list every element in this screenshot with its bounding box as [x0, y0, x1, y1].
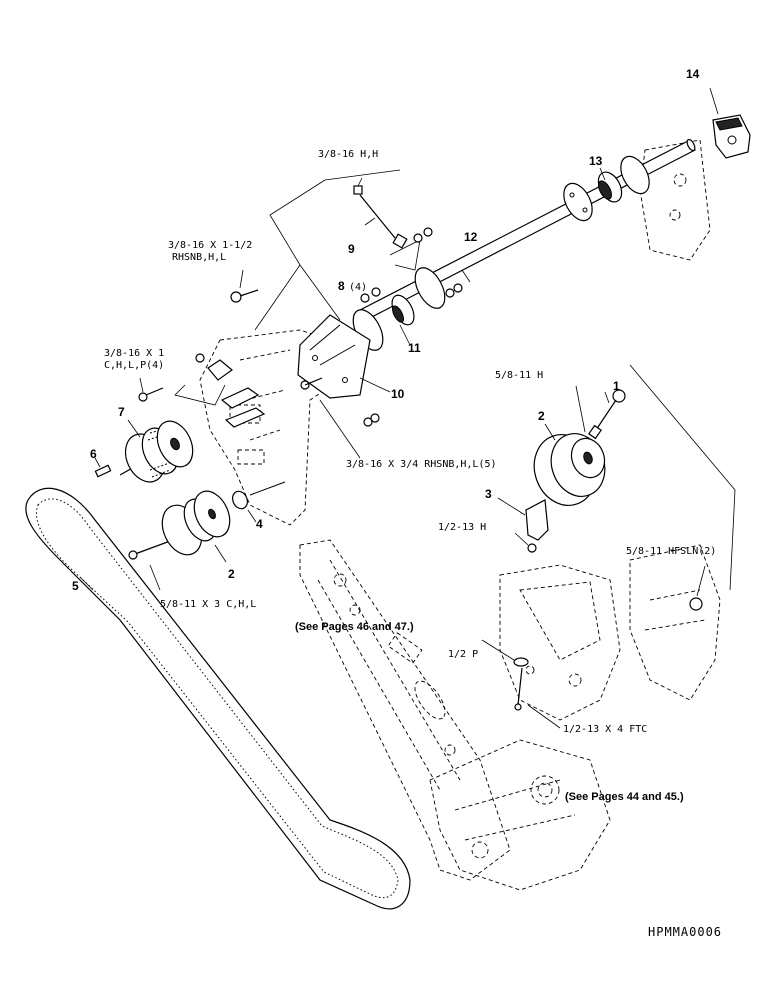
callout-12: 12 [464, 230, 478, 244]
label-h5: 5/8-11 H [495, 370, 543, 381]
part-number-callouts: 14 13 12 9 8 (4) 11 10 7 6 4 2 5 1 2 3 [72, 67, 700, 593]
page-references: (See Pages 46 and 47.) (See Pages 44 and… [295, 621, 684, 803]
callout-2-right: 2 [538, 409, 545, 423]
ghost-bracket-center [499, 564, 621, 721]
label-h1: 3/8-16 H,H [318, 149, 378, 160]
callout-6: 6 [90, 447, 97, 461]
part-13-bearing-assembly [563, 155, 650, 222]
diagram-code: HPMMA0006 [648, 925, 722, 939]
label-h9: 1/2 P [448, 649, 478, 660]
callout-2-left: 2 [228, 567, 235, 581]
part-4-spacer [232, 481, 286, 523]
part-2-idler-pulley-left [128, 490, 231, 591]
ghost-bracket-right [629, 544, 721, 701]
bolt-rhsnb-3-4 [300, 377, 361, 459]
bolt-cap-screw-3-8-x-1 [138, 353, 205, 402]
label-h2-line1: 3/8-16 X 1-1/2 [168, 240, 252, 251]
callout-10: 10 [391, 387, 405, 401]
label-h7: 1/2-13 H [438, 522, 486, 533]
ref-pages-46-47: (See Pages 46 and 47.) [295, 621, 414, 633]
callout-9: 9 [348, 242, 355, 256]
ghost-shaft-mount [639, 139, 711, 261]
label-h8: 5/8-11 HFSLN(2) [626, 546, 716, 557]
hfsln-nut-right [689, 565, 706, 611]
label-h3-line1: 3/8-16 X 1 [104, 348, 164, 359]
ghost-long-arm [299, 539, 511, 881]
part-3-bracket [497, 497, 549, 553]
part-10-plate [297, 314, 391, 399]
callout-14: 14 [686, 67, 700, 81]
callout-8: 8 [338, 279, 345, 293]
part-5-belt [25, 487, 411, 910]
callout-4: 4 [256, 517, 263, 531]
part-7-pulley [119, 419, 194, 483]
callout-1: 1 [613, 379, 620, 393]
label-h3-line2: C,H,L,P(4) [104, 360, 164, 371]
callout-5: 5 [72, 579, 79, 593]
part-9-bolt [353, 177, 433, 249]
group-brackets [174, 169, 736, 591]
part-14-block [709, 87, 751, 159]
part-8-nuts [360, 283, 463, 427]
callout-11: 11 [408, 341, 421, 355]
label-h2-line2: RHSNB,H,L [172, 252, 226, 263]
ghost-gearbox [429, 739, 611, 891]
label-h6: 5/8-11 X 3 C,H,L [160, 599, 256, 610]
ref-pages-44-45: (See Pages 44 and 45.) [565, 791, 684, 803]
part-1-bolt [588, 389, 626, 440]
hardware-labels: 3/8-16 H,H 3/8-16 X 1-1/2 RHSNB,H,L 3/8-… [104, 149, 716, 735]
callout-8-qty: (4) [349, 282, 367, 293]
callout-13: 13 [589, 154, 603, 168]
callout-7: 7 [118, 405, 125, 419]
rails-upper-bracket [207, 359, 266, 428]
washer-and-ftc-bolt [481, 639, 561, 729]
part-6-key [94, 457, 112, 478]
part-2-idler-pulley-right [533, 385, 606, 506]
callout-3: 3 [485, 487, 492, 501]
bolt-rhsnb-1-1-2 [230, 269, 259, 303]
label-h4: 3/8-16 X 3/4 RHSNB,H,L(5) [346, 459, 497, 470]
part-12-shaft [359, 138, 696, 321]
label-h10: 1/2-13 X 4 FTC [563, 724, 647, 735]
